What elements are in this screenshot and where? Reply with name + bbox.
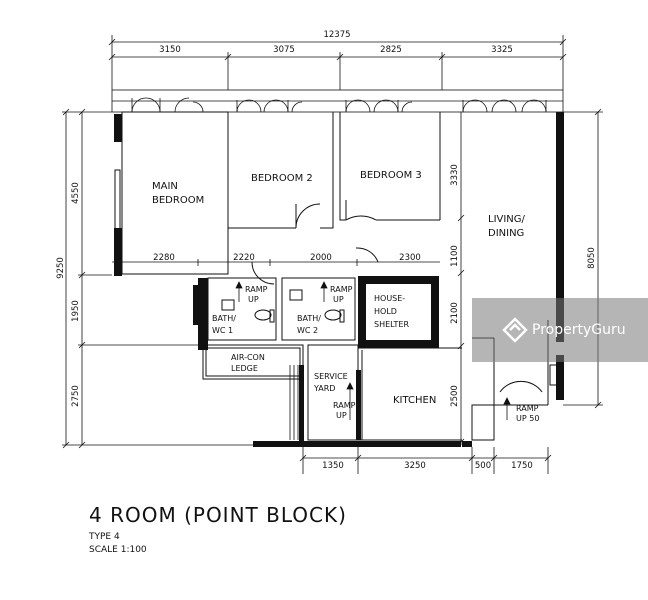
bedroom3-label: BEDROOM 3 bbox=[360, 170, 422, 181]
watermark: PropertyGuru bbox=[472, 298, 648, 362]
mid-dim-2: 2220 bbox=[233, 253, 255, 263]
thick-walls bbox=[114, 112, 564, 447]
ramp-arrows bbox=[235, 281, 511, 420]
right-dimensions bbox=[563, 108, 603, 409]
main-bedroom-label-2: BEDROOM bbox=[152, 195, 204, 206]
mid-dim-3: 2000 bbox=[310, 253, 332, 263]
aircon-label-1: AIR-CON bbox=[231, 353, 265, 362]
ramp2-label-2: UP bbox=[333, 295, 344, 304]
service-label-1: SERVICE bbox=[314, 372, 348, 381]
bottom-dim-2: 3250 bbox=[404, 461, 426, 471]
left-dim-1: 4550 bbox=[71, 182, 81, 204]
top-dim-4: 3325 bbox=[491, 45, 513, 55]
inner-dim-4: 2500 bbox=[450, 385, 460, 407]
bottom-dim-1: 1350 bbox=[322, 461, 344, 471]
living-label-1: LIVING/ bbox=[488, 214, 526, 225]
plan-title: 4 ROOM (POINT BLOCK) bbox=[89, 503, 347, 527]
inner-dim-2: 1100 bbox=[450, 245, 460, 267]
bottom-dims bbox=[299, 447, 552, 474]
left-dimensions bbox=[62, 108, 255, 449]
thin-walls bbox=[114, 111, 559, 441]
inner-dim-3: 2100 bbox=[450, 302, 460, 324]
ramp3-label-1: RAMP bbox=[333, 401, 356, 410]
bath1-label-2: WC 1 bbox=[212, 326, 233, 335]
propertyguru-logo-icon bbox=[502, 317, 528, 343]
shelter-label-3: SHELTER bbox=[374, 320, 409, 329]
ramp3-label-2: UP bbox=[336, 411, 347, 420]
shelter-label-1: HOUSE- bbox=[374, 294, 405, 303]
bottom-dim-3: 500 bbox=[475, 461, 491, 471]
ramp1-label-2: UP bbox=[248, 295, 259, 304]
right-dim: 8050 bbox=[587, 247, 597, 269]
top-dimensions bbox=[108, 35, 567, 90]
top-dim-1: 3150 bbox=[159, 45, 181, 55]
main-bedroom-label-1: MAIN bbox=[152, 181, 178, 192]
service-label-2: YARD bbox=[313, 384, 335, 393]
type-label: TYPE 4 bbox=[89, 532, 120, 542]
living-label-2: DINING bbox=[488, 228, 524, 239]
left-dim-2: 1950 bbox=[71, 300, 81, 322]
total-width-dim: 12375 bbox=[323, 30, 350, 40]
top-dim-2: 3075 bbox=[273, 45, 295, 55]
scale-label: SCALE 1:100 bbox=[89, 545, 147, 555]
bath2-label-2: WC 2 bbox=[297, 326, 318, 335]
mid-dims bbox=[112, 259, 440, 266]
bath2-label-1: BATH/ bbox=[297, 314, 321, 323]
bath1-label-1: BATH/ bbox=[212, 314, 236, 323]
mid-dim-1: 2280 bbox=[153, 253, 175, 263]
bedroom2-label: BEDROOM 2 bbox=[251, 173, 313, 184]
mid-dim-4: 2300 bbox=[399, 253, 421, 263]
shelter-label-2: HOLD bbox=[374, 307, 397, 316]
ramp4-label-2: UP 50 bbox=[516, 414, 539, 423]
left-total-dim: 9250 bbox=[56, 257, 66, 279]
ramp4-label-1: RAMP bbox=[516, 404, 539, 413]
watermark-text: PropertyGuru bbox=[532, 322, 626, 338]
ledge-hatch bbox=[289, 365, 299, 440]
left-dim-3: 2750 bbox=[71, 385, 81, 407]
kitchen-label: KITCHEN bbox=[393, 395, 436, 406]
aircon-label-2: LEDGE bbox=[231, 364, 258, 373]
inner-dim-1: 3330 bbox=[450, 164, 460, 186]
ramp1-label-1: RAMP bbox=[245, 285, 268, 294]
bottom-dim-4: 1750 bbox=[511, 461, 533, 471]
top-dim-3: 2825 bbox=[380, 45, 402, 55]
window-band bbox=[111, 89, 564, 113]
ramp2-label-1: RAMP bbox=[330, 285, 353, 294]
